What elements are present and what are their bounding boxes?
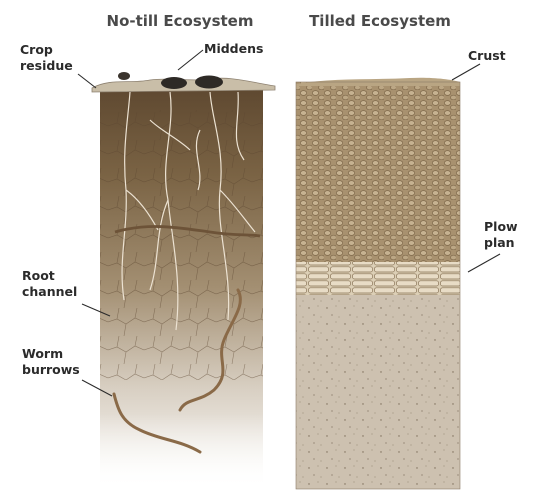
label-crust: Crust: [452, 48, 506, 80]
no-till-fade: [100, 300, 263, 489]
crust-label: Crust: [468, 48, 506, 63]
crop-label-line2: residue: [20, 58, 73, 73]
worm-label-line2: burrows: [22, 362, 80, 377]
label-root-channel: Root channel: [22, 268, 110, 316]
label-worm-burrows: Worm burrows: [22, 346, 112, 396]
worm-label-line1: Worm: [22, 346, 63, 361]
tilled-column: [296, 78, 460, 489]
crust-layer: [296, 82, 460, 262]
plow-pan-layer: [296, 262, 460, 295]
midden-2: [195, 76, 223, 89]
label-crop-residue: Crop residue: [20, 42, 96, 88]
tilled-subsoil: [296, 295, 460, 489]
plow-label-line1: Plow: [484, 219, 518, 234]
middens-leader: [178, 50, 203, 70]
middens-label: Middens: [204, 41, 263, 56]
crop-leader: [78, 74, 96, 88]
crust-leader: [452, 64, 480, 80]
label-middens: Middens: [178, 41, 263, 70]
plow-label-line2: plan: [484, 235, 515, 250]
root-label-line1: Root: [22, 268, 55, 283]
plow-leader: [468, 254, 500, 272]
midden-1: [161, 77, 187, 89]
crop-label-line1: Crop: [20, 42, 53, 57]
no-till-column: [92, 72, 275, 489]
label-plow: Plow plan: [468, 219, 518, 272]
title-no-till: No-till Ecosystem: [107, 12, 254, 30]
root-label-line2: channel: [22, 284, 77, 299]
midden-3: [118, 72, 130, 80]
title-tilled: Tilled Ecosystem: [309, 12, 451, 30]
